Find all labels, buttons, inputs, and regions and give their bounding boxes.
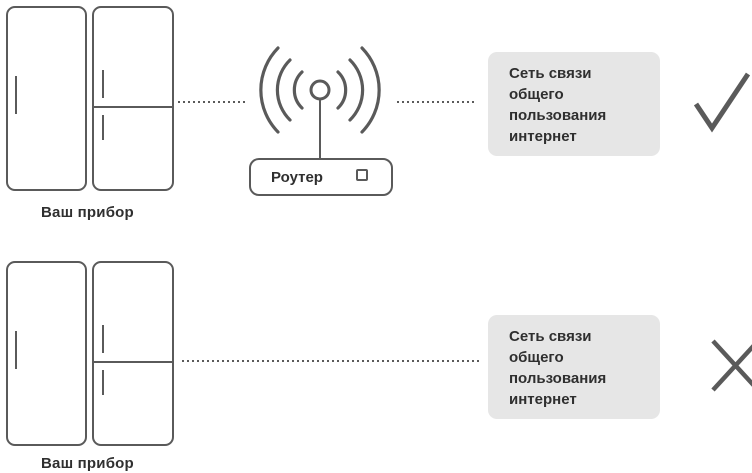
router-indicator-icon [356, 169, 368, 181]
cross-icon [711, 339, 752, 392]
router [249, 158, 393, 196]
connection-line [397, 101, 477, 103]
check-icon [693, 72, 751, 133]
connection-line [182, 360, 482, 362]
fridge-icon [6, 6, 174, 191]
connection-line [178, 101, 248, 103]
public-network-box [488, 315, 660, 419]
public-network-label: Сеть связи общего пользования интернет [509, 328, 607, 408]
router-label: Роутер [271, 169, 323, 186]
device-label: Ваш прибор [41, 204, 134, 221]
public-network-label: Сеть связи общего пользования интернет [509, 65, 607, 145]
device-label: Ваш прибор [41, 455, 134, 472]
fridge-icon [6, 261, 174, 446]
wifi-signal-icon [259, 46, 381, 158]
public-network-box [488, 52, 660, 156]
